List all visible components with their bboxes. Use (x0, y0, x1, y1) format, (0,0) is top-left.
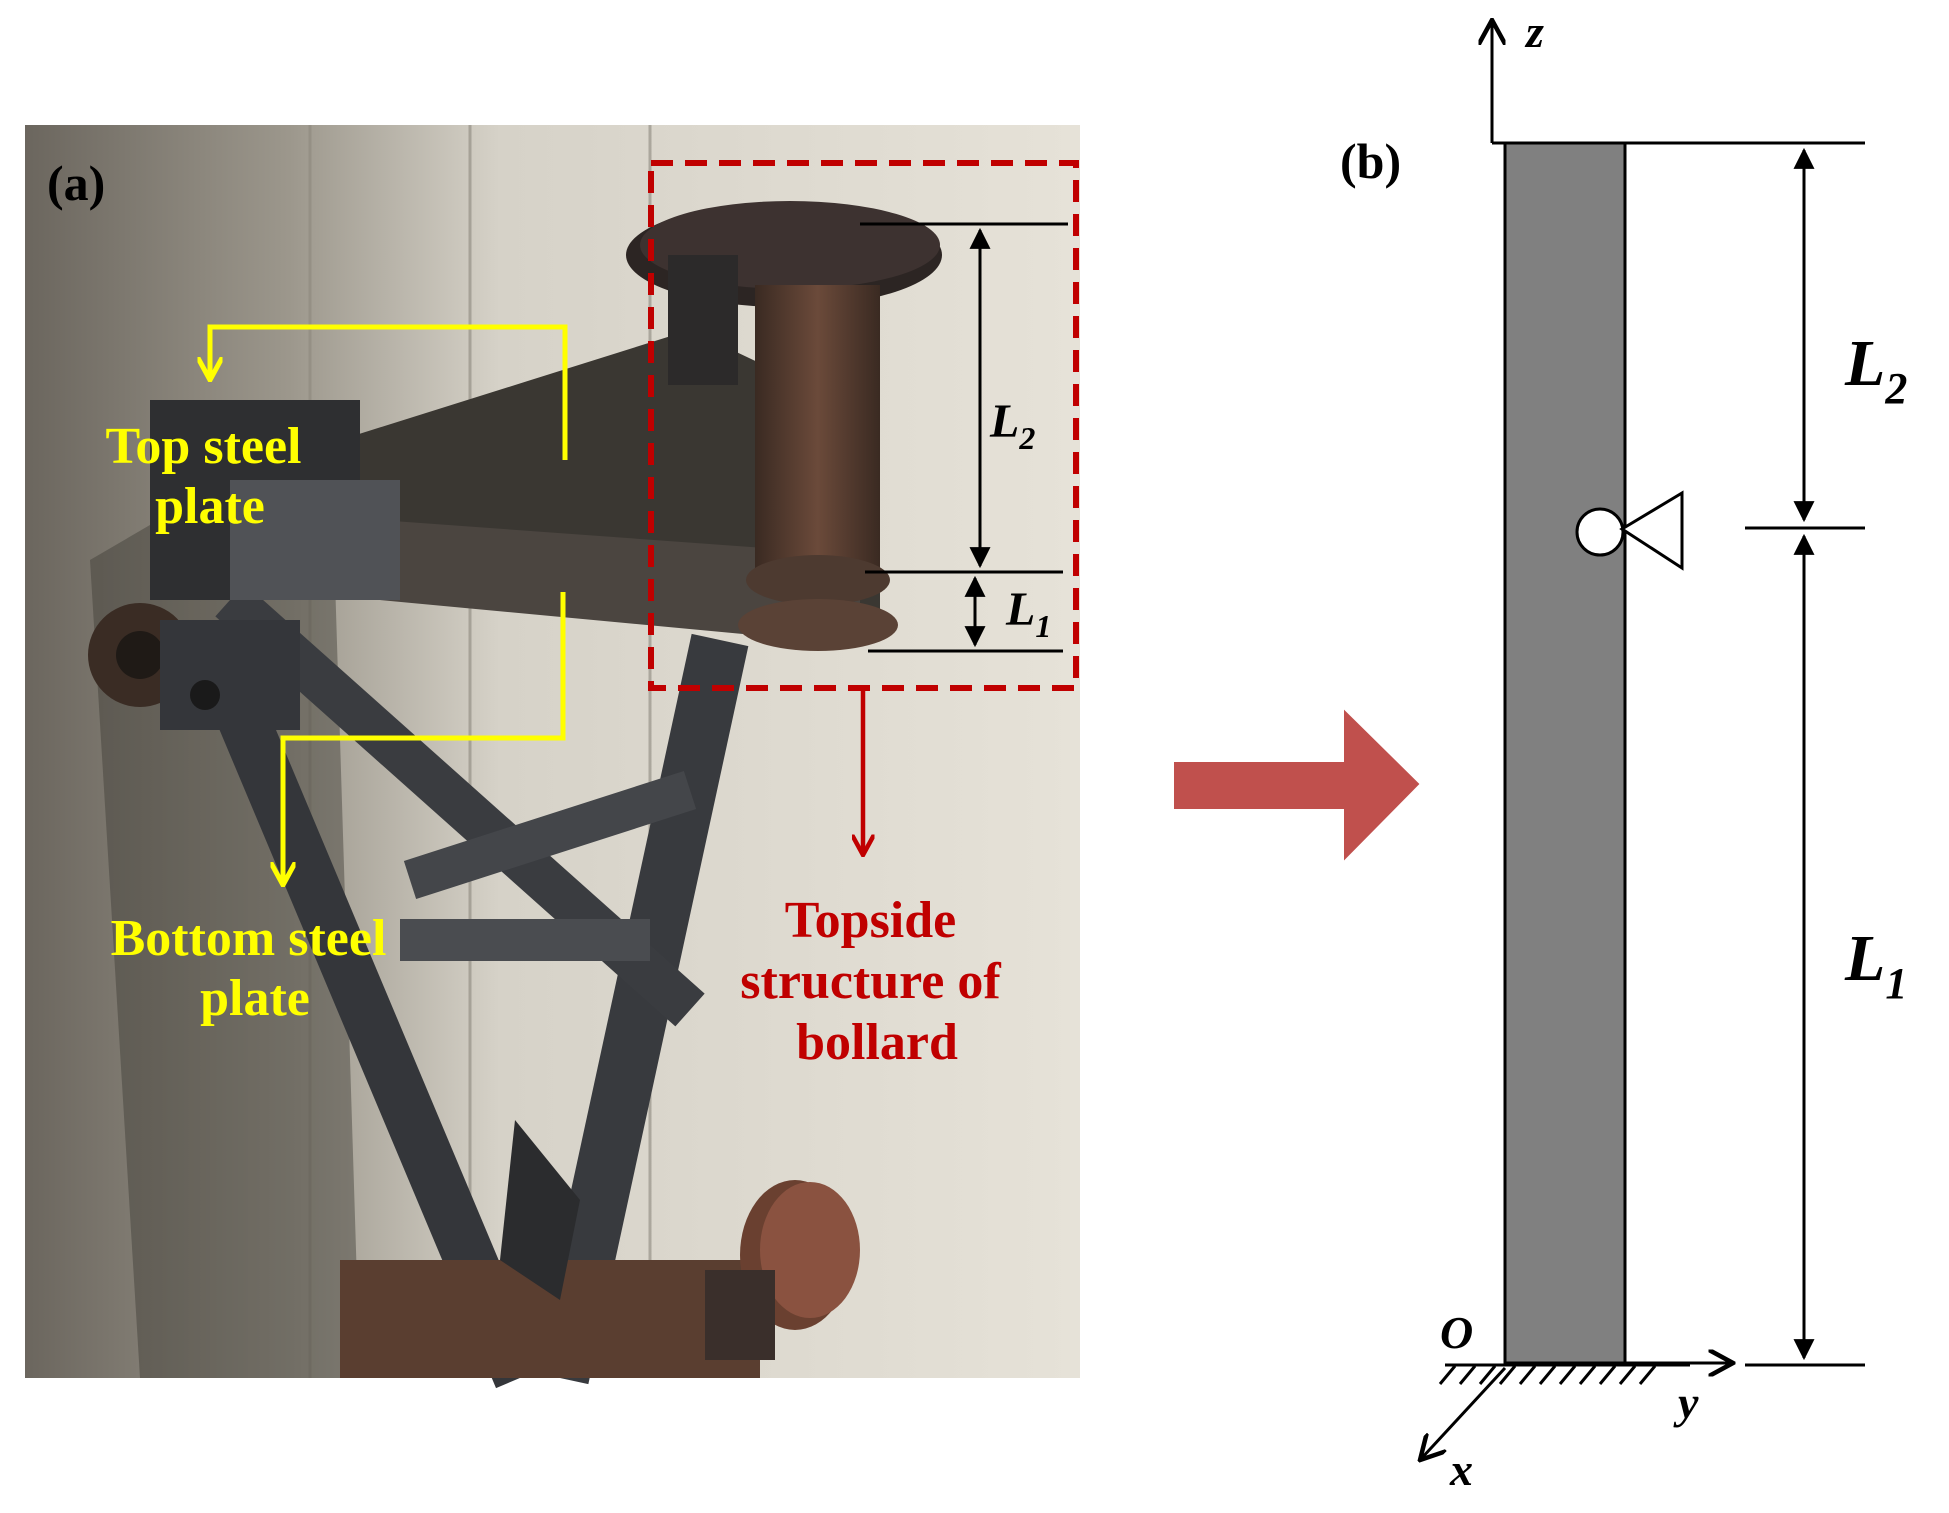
photo-dimension-lines (860, 222, 1068, 653)
top-plate-callout-arrow (210, 324, 568, 460)
bottom-plate-label: Bottom steel plate (111, 910, 400, 1027)
y-axis-label: y (1673, 1377, 1699, 1428)
hinge-support (1575, 490, 1684, 571)
topside-label: Topside structure of bollard (740, 892, 1013, 1071)
schematic-dim-L1: L1 (1844, 922, 1907, 1008)
fixed-support (1438, 1363, 1690, 1385)
panel-a: (a) L2 L1 Top steel plate Bottom steel p… (25, 125, 1080, 1389)
x-axis-arrow (1420, 1366, 1507, 1460)
wall-hinge (88, 603, 300, 730)
panel-a-label: (a) (47, 155, 105, 211)
column (1503, 141, 1627, 1365)
photo-dim-L2: L2 (989, 395, 1035, 456)
photo-dim-L1: L1 (1005, 583, 1051, 644)
bottom-plate-callout-arrow (283, 592, 566, 885)
z-axis-label: z (1524, 6, 1544, 57)
top-plate-label: Top steel plate (106, 418, 315, 535)
panel-b: (b) z (1340, 6, 1907, 1495)
schematic-dimension-lines (1745, 147, 1865, 1367)
truss-frame (186, 583, 749, 1389)
panel-b-label: (b) (1340, 133, 1401, 189)
origin-label: O (1440, 1307, 1473, 1358)
x-axis-label: x (1449, 1444, 1473, 1495)
topside-dashed-box (648, 160, 1079, 691)
schematic-dim-L2: L2 (1844, 327, 1907, 413)
wall-seams (308, 125, 652, 1378)
transition-arrow (1174, 709, 1420, 861)
bottom-base (340, 1120, 860, 1378)
top-steel-plate (150, 330, 880, 645)
